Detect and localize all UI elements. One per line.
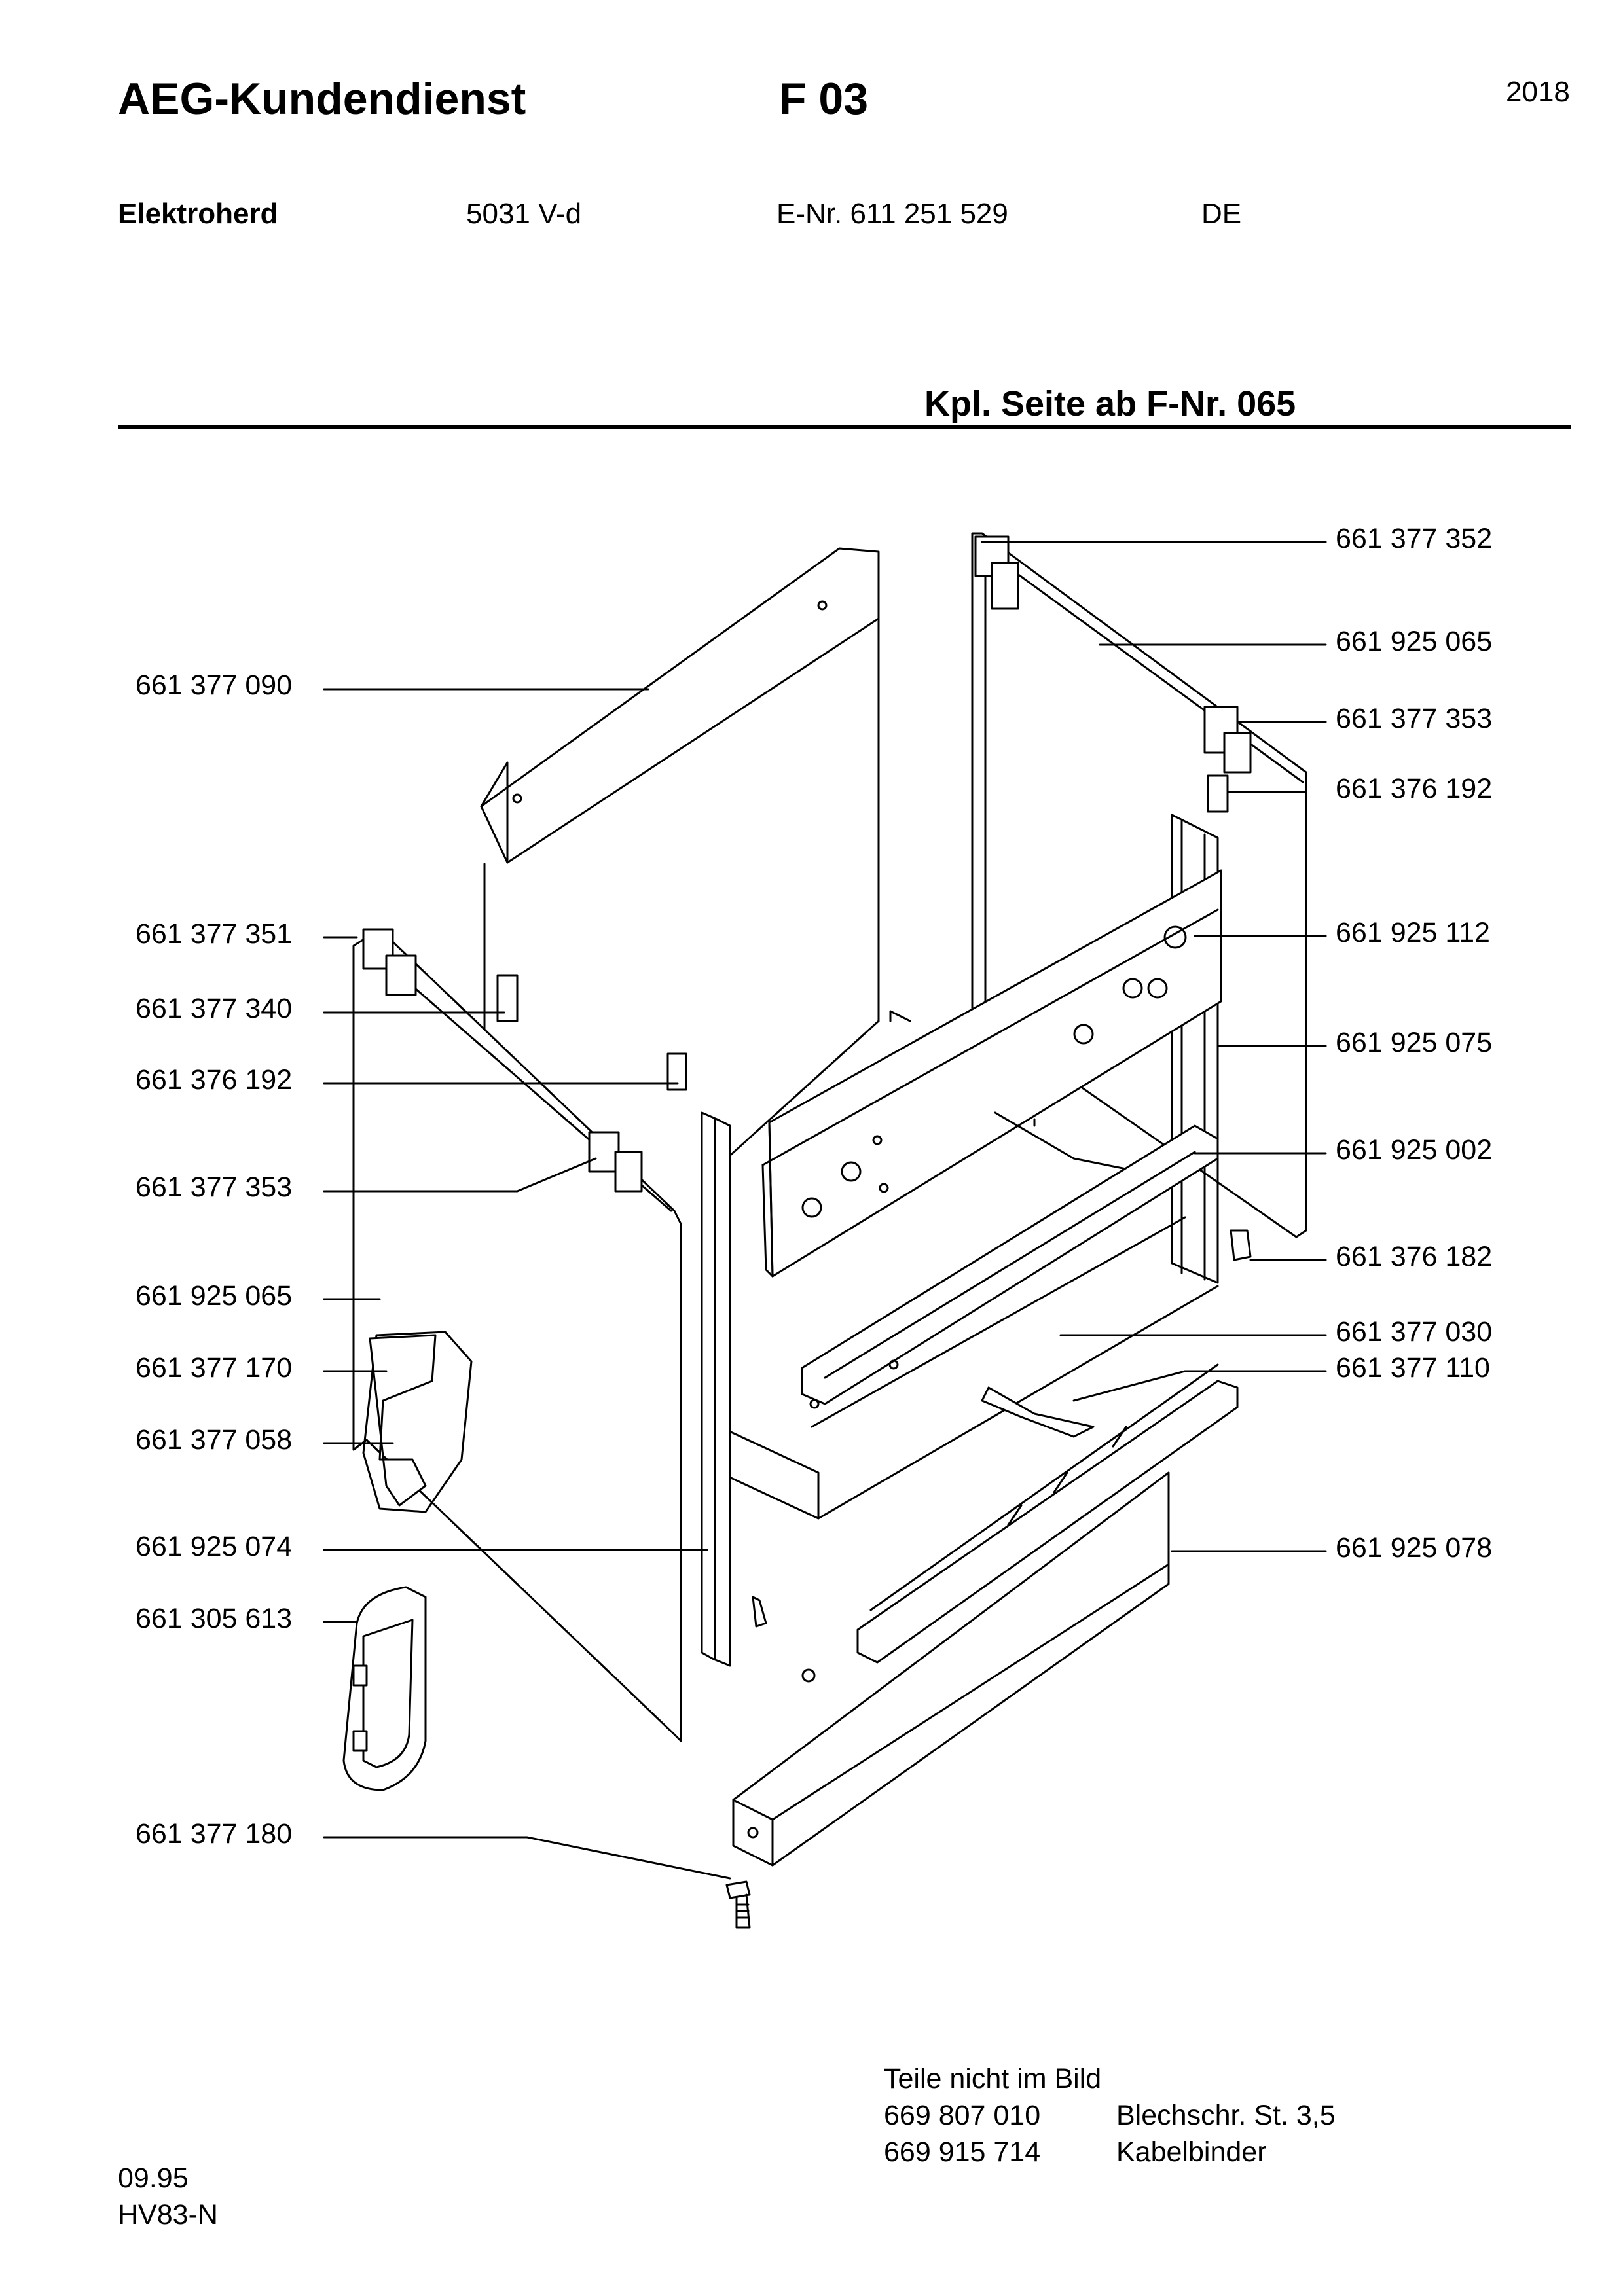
leader-lines-left <box>323 688 731 1880</box>
not-pictured-heading: Teile nicht im Bild <box>884 2063 1102 2094</box>
page-code: F 03 <box>779 74 869 124</box>
part-label-right-8: 661 376 182 <box>1336 1241 1493 1272</box>
part-label-right-2: 661 925 065 <box>1336 626 1493 657</box>
small-clip-drawing <box>752 1229 1252 1683</box>
part-label-left-8: 661 377 058 <box>136 1424 293 1456</box>
part-label-right-9: 661 377 030 <box>1336 1316 1493 1348</box>
not-pictured-desc-2: Kabelbinder <box>1116 2136 1267 2168</box>
part-label-right-1: 661 377 352 <box>1336 523 1493 554</box>
screw-drawing <box>725 1880 751 1929</box>
not-pictured-part-1: 669 807 010 <box>884 2100 1041 2131</box>
part-label-left-7: 661 377 170 <box>136 1352 293 1384</box>
part-label-right-11: 661 925 078 <box>1336 1532 1493 1564</box>
part-label-left-6: 661 925 065 <box>136 1280 293 1312</box>
part-label-left-3: 661 377 340 <box>136 993 293 1024</box>
part-label-left-9: 661 925 074 <box>136 1531 293 1562</box>
bottom-trim-drawing <box>856 1363 1239 1664</box>
clamp-drawing <box>981 1386 1095 1438</box>
hatch-cover-drawing <box>342 1586 427 1791</box>
part-label-right-7: 661 925 002 <box>1336 1134 1493 1166</box>
part-label-right-10: 661 377 110 <box>1336 1352 1490 1384</box>
e-number: E-Nr. 611 251 529 <box>776 198 1008 230</box>
part-label-left-5: 661 377 353 <box>136 1172 293 1203</box>
part-label-left-4: 661 376 192 <box>136 1064 293 1096</box>
part-label-right-4: 661 376 192 <box>1336 773 1493 804</box>
back-panel-drawing <box>480 547 880 1121</box>
brand-title: AEG-Kundendienst <box>118 74 526 124</box>
footer-code: HV83-N <box>118 2199 218 2231</box>
cross-rail-drawing <box>801 1124 1219 1428</box>
left-rail-drawing <box>701 1111 731 1667</box>
part-label-right-6: 661 925 075 <box>1336 1027 1493 1058</box>
section-rule <box>118 425 1571 429</box>
left-side-panel-drawing <box>352 928 687 1742</box>
control-panel-drawing <box>761 869 1222 1278</box>
insulation-bracket-drawing <box>362 1331 473 1513</box>
product-model: 5031 V-d <box>466 198 582 230</box>
page-number: 2018 <box>1506 76 1570 108</box>
product-type: Elektroherd <box>118 198 278 230</box>
part-label-left-10: 661 305 613 <box>136 1603 293 1634</box>
leader-lines-right <box>981 541 1327 1552</box>
not-pictured-part-2: 669 915 714 <box>884 2136 1041 2168</box>
part-label-left-1: 661 377 090 <box>136 670 293 701</box>
plinth-drawing <box>732 1471 1170 1867</box>
country-code: DE <box>1201 198 1242 230</box>
part-label-right-5: 661 925 112 <box>1336 917 1490 948</box>
part-label-left-11: 661 377 180 <box>136 1818 293 1850</box>
part-label-right-3: 661 377 353 <box>1336 703 1493 734</box>
right-side-panel-drawing <box>971 532 1307 1284</box>
not-pictured-desc-1: Blechschr. St. 3,5 <box>1116 2100 1336 2131</box>
footer-date: 09.95 <box>118 2162 189 2194</box>
section-title: Kpl. Seite ab F-Nr. 065 <box>924 384 1296 423</box>
part-label-left-2: 661 377 351 <box>136 918 293 950</box>
